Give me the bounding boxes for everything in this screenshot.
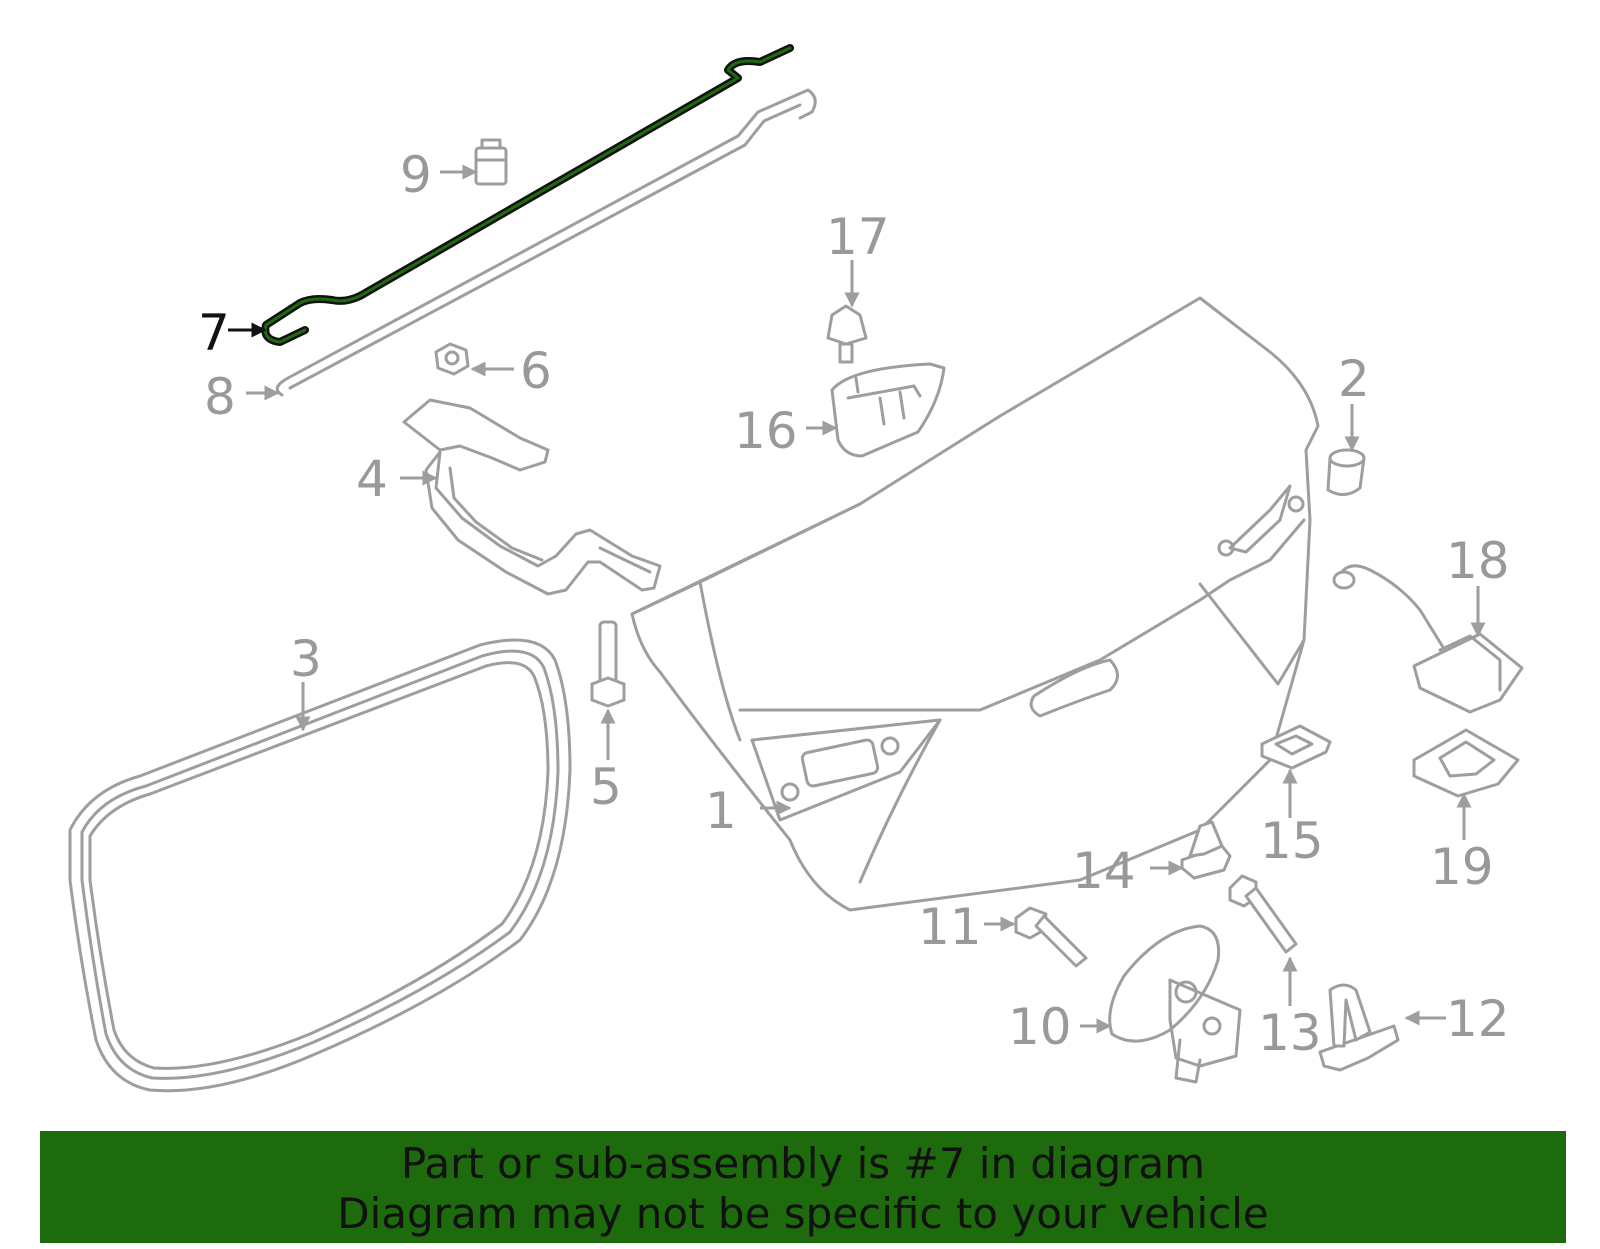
label-18: 18 [1446, 532, 1510, 590]
label-11: 11 [918, 898, 982, 956]
part-11-bolt[interactable] [1014, 906, 1088, 968]
label-17: 17 [826, 208, 890, 266]
label-6: 6 [520, 342, 552, 400]
label-5: 5 [590, 758, 622, 816]
part-7-cable[interactable] [261, 44, 794, 346]
label-9: 9 [400, 146, 432, 204]
part-10-latch[interactable] [1108, 924, 1242, 1084]
part-19-switch[interactable] [1412, 728, 1520, 798]
callout-arrows [228, 164, 1486, 1034]
label-2: 2 [1338, 350, 1370, 408]
label-3: 3 [290, 630, 322, 688]
banner-line-1: Part or sub-assembly is #7 in diagram [400, 1139, 1206, 1188]
part-9-clip[interactable] [474, 138, 508, 186]
label-19: 19 [1430, 838, 1494, 896]
label-10: 10 [1008, 998, 1072, 1056]
part-16-lamp[interactable] [830, 362, 946, 458]
label-8: 8 [204, 368, 236, 426]
part-2-bumper[interactable] [1326, 448, 1366, 496]
part-4-hinge[interactable] [402, 398, 662, 596]
part-14-clip[interactable] [1180, 820, 1232, 880]
part-5-stud[interactable] [590, 620, 626, 708]
label-14: 14 [1072, 842, 1136, 900]
label-1: 1 [705, 782, 737, 840]
part-3-weatherstrip[interactable] [68, 638, 572, 1093]
part-13-bolt[interactable] [1228, 874, 1298, 954]
label-16: 16 [734, 402, 798, 460]
part-15-switch[interactable] [1260, 724, 1332, 770]
part-6-nut[interactable] [434, 342, 470, 376]
label-12: 12 [1446, 990, 1510, 1048]
banner-line-2: Diagram may not be specific to your vehi… [337, 1189, 1269, 1238]
info-banner: Part or sub-assembly is #7 in diagram Di… [40, 1131, 1566, 1243]
label-7: 7 [198, 304, 230, 362]
part-1-trunk-lid[interactable] [630, 296, 1320, 912]
part-17-bumper[interactable] [826, 304, 868, 364]
label-13: 13 [1258, 1004, 1322, 1062]
label-4: 4 [356, 450, 388, 508]
label-15: 15 [1260, 812, 1324, 870]
part-12-striker[interactable] [1318, 983, 1400, 1072]
